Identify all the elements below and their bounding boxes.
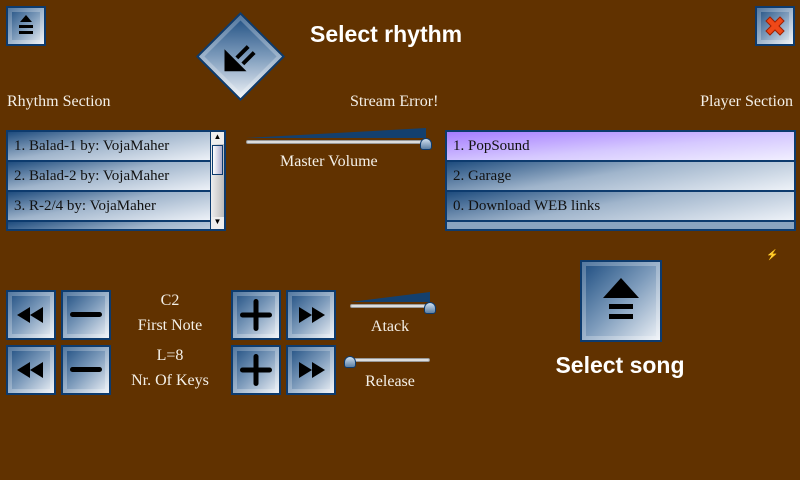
stream-status: Stream Error!: [350, 93, 439, 110]
attack-slider[interactable]: [350, 292, 436, 314]
list-item[interactable]: 4. ...: [8, 222, 212, 229]
list-item[interactable]: 1. Balad-1 by: VojaMaher: [8, 132, 212, 162]
master-volume-slider[interactable]: [246, 128, 432, 150]
scroll-down-icon[interactable]: ▼: [211, 217, 224, 229]
page-title: Select rhythm: [310, 21, 463, 47]
slider-thumb[interactable]: [424, 302, 436, 314]
scroll-up-icon[interactable]: ▲: [211, 132, 224, 144]
first-note-plus-button[interactable]: [231, 290, 281, 340]
player-list[interactable]: 1. PopSound 2. Garage 0. Download WEB li…: [445, 130, 796, 231]
plus-icon: [240, 299, 272, 331]
rhythm-list[interactable]: 1. Balad-1 by: VojaMaher 2. Balad-2 by: …: [6, 130, 226, 231]
keys-minus-button[interactable]: [61, 345, 111, 395]
list-item[interactable]: 1. PopSound: [447, 132, 794, 162]
minus-icon: [70, 312, 102, 317]
first-note-label: First Note: [137, 317, 203, 334]
first-note-minus-button[interactable]: [61, 290, 111, 340]
keys-plus-button[interactable]: [231, 345, 281, 395]
slider-thumb[interactable]: [344, 356, 356, 368]
fast-forward-icon: [299, 362, 325, 378]
list-item[interactable]: 3. R-2/4 by: VojaMaher: [8, 192, 212, 222]
minus-icon: [70, 367, 102, 372]
eject-list-icon: [603, 278, 639, 319]
scrollbar[interactable]: ▲ ▼: [210, 132, 224, 229]
eject-list-icon: [19, 15, 33, 34]
rewind-icon: [17, 362, 43, 378]
select-rhythm-button[interactable]: [195, 11, 286, 102]
list-item[interactable]: 2. Garage: [447, 162, 794, 192]
rewind-icon: [17, 307, 43, 323]
select-song-button[interactable]: [580, 260, 662, 342]
first-note-fast-forward-button[interactable]: [286, 290, 336, 340]
select-song-label: Select song: [555, 352, 685, 378]
first-note-value: C2: [160, 292, 180, 309]
keys-fast-back-button[interactable]: [6, 345, 56, 395]
keys-value: L=8: [156, 347, 184, 364]
plus-icon: [240, 354, 272, 386]
close-button[interactable]: [755, 6, 795, 46]
rhythm-section-label: Rhythm Section: [7, 93, 111, 110]
select-rhythm-icon: [224, 44, 256, 71]
keys-label: Nr. Of Keys: [131, 372, 209, 389]
status-indicator-icon: ⚡: [766, 250, 779, 261]
keys-fast-forward-button[interactable]: [286, 345, 336, 395]
list-item[interactable]: 2. Balad-2 by: VojaMaher: [8, 162, 212, 192]
list-item[interactable]: 0. Download WEB links: [447, 192, 794, 222]
master-volume-label: Master Volume: [280, 153, 378, 170]
player-section-label: Player Section: [700, 93, 793, 110]
scroll-thumb[interactable]: [212, 145, 223, 175]
close-x-icon: [765, 16, 785, 36]
release-label: Release: [365, 373, 415, 390]
release-slider[interactable]: [344, 346, 436, 368]
menu-button[interactable]: [6, 6, 46, 46]
first-note-fast-back-button[interactable]: [6, 290, 56, 340]
fast-forward-icon: [299, 307, 325, 323]
attack-label: Atack: [370, 318, 410, 335]
slider-thumb[interactable]: [420, 138, 432, 150]
